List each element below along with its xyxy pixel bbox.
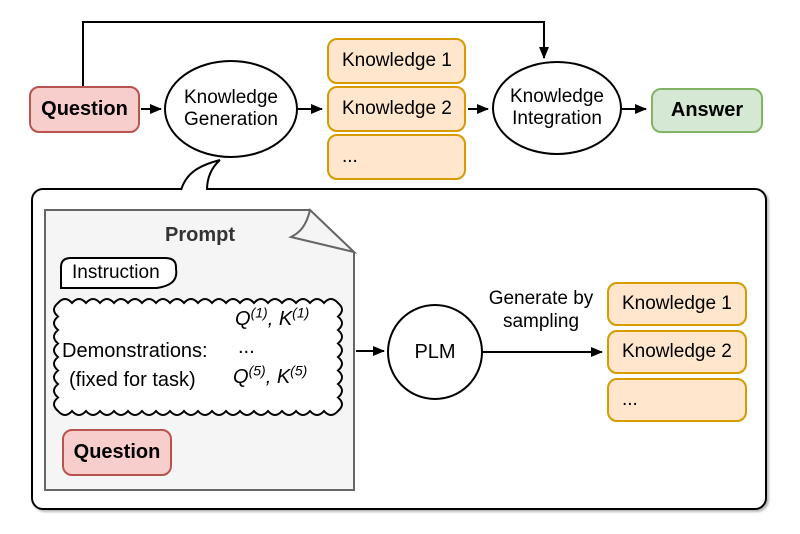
knowledge-generation-label: Knowledge Generation	[183, 86, 279, 130]
prompt-title: Prompt	[165, 224, 235, 246]
demo-pair-1: Q(1), K(1)	[235, 304, 310, 330]
question-to-integration-connector	[82, 21, 549, 86]
demonstrations-box: Q(1), K(1) Demonstrations: ... (fixed fo…	[58, 303, 338, 411]
prompt-question-label: Question	[73, 441, 161, 463]
answer-label: Answer	[670, 99, 744, 121]
demo-pair-5: Q(5), K(5)	[233, 362, 308, 388]
plm-label: PLM	[414, 340, 456, 363]
question-label: Question	[41, 98, 128, 120]
generated-knowledge-box: Knowledge 1	[607, 282, 747, 326]
question-box: Question	[29, 86, 140, 133]
demonstrations-ellipsis: ...	[238, 336, 255, 358]
callout-tail	[181, 160, 220, 190]
knowledge-integration-label: Knowledge Integration	[509, 85, 605, 129]
generate-by-sampling-label: Generate by sampling	[488, 288, 594, 333]
instruction-label: Instruction	[72, 261, 160, 283]
knowledge-item-box: Knowledge 2	[327, 86, 466, 132]
prompt-question-box: Question	[62, 429, 172, 476]
generated-knowledge-box: Knowledge 2	[607, 330, 747, 374]
generated-knowledge-box: ...	[607, 378, 747, 422]
knowledge-item-box: ...	[327, 134, 466, 180]
demonstrations-label: Demonstrations:	[62, 340, 208, 362]
demonstrations-note: (fixed for task)	[69, 369, 196, 391]
knowledge-item-box: Knowledge 1	[327, 38, 466, 84]
callout-tail-outline	[180, 159, 221, 191]
answer-box: Answer	[651, 88, 763, 133]
